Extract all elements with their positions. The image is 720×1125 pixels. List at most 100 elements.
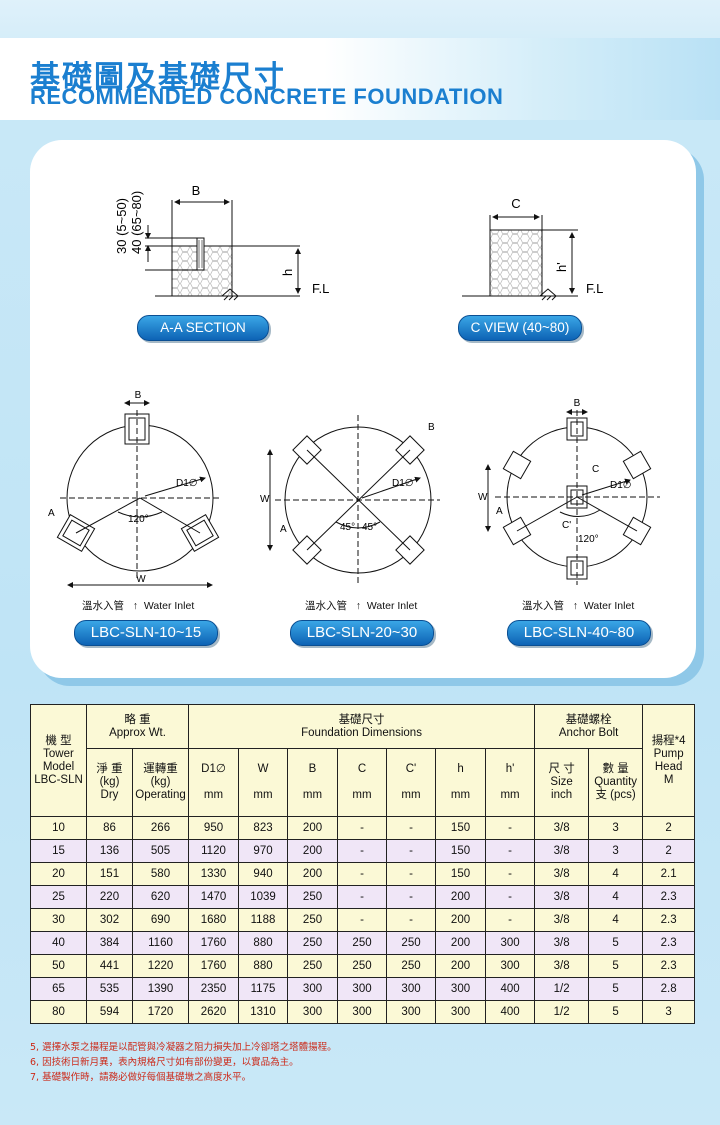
plan-1-label: LBC-SLN-10~15 (74, 620, 218, 646)
table-cell: 200 (435, 885, 487, 909)
table-cell: 1120 (188, 839, 240, 863)
table-cell: 3/8 (534, 885, 590, 909)
table-cell: 3/8 (534, 839, 590, 863)
aa-dim-40: 40 (65~80) (129, 191, 144, 254)
table-cell: 2.8 (642, 977, 696, 1001)
table-cell: 3 (642, 1000, 696, 1024)
foundation-diagrams: B 30 (5~50) 40 (65~80) h F.L C h' F.L B … (48, 183, 660, 588)
table-cell: 65 (30, 977, 87, 1001)
table-cell: 970 (238, 839, 289, 863)
table-cell: 1188 (238, 908, 289, 932)
table-cell: 250 (386, 931, 437, 955)
table-cell: 300 (337, 1000, 388, 1024)
table-cell: 200 (287, 862, 339, 886)
table-cell: 1760 (188, 954, 240, 978)
plan-1-d1: D1∅ (176, 478, 198, 489)
table-cell: 40 (30, 931, 87, 955)
table-cell: 151 (86, 862, 133, 886)
table-cell: 200 (435, 908, 487, 932)
table-cell: 3/8 (534, 954, 590, 978)
table-cell: 250 (287, 885, 339, 909)
table-cell: 200 (435, 931, 487, 955)
c-view-fl: F.L (586, 281, 603, 296)
table-cell: 940 (238, 862, 289, 886)
table-cell: - (386, 885, 437, 909)
table-cell: 300 (337, 977, 388, 1001)
plan-2-label: LBC-SLN-20~30 (290, 620, 434, 646)
plan-2-w: W (260, 494, 270, 505)
table-cell: 220 (86, 885, 133, 909)
table-cell: - (485, 885, 536, 909)
table-cell: 3/8 (534, 816, 590, 840)
table-cell: 150 (435, 816, 487, 840)
table-cell: 2.3 (642, 931, 696, 955)
table-cell: 5 (588, 1000, 644, 1024)
plan-2-b: B (428, 422, 435, 433)
table-cell: - (337, 862, 388, 886)
plan-3-label: LBC-SLN-40~80 (507, 620, 651, 646)
table-cell: 86 (86, 816, 133, 840)
table-cell: 4 (588, 908, 644, 932)
plan-3-w: W (478, 492, 488, 503)
th-h2: h' mm (485, 748, 536, 817)
table-cell: 250 (337, 954, 388, 978)
table-cell: 2.1 (642, 862, 696, 886)
table-cell: 1220 (131, 954, 190, 978)
table-cell: 880 (238, 954, 289, 978)
table-cell: 250 (386, 954, 437, 978)
table-cell: 1160 (131, 931, 190, 955)
table-cell: 3/8 (534, 908, 590, 932)
inlet-en: Water Inlet (583, 600, 635, 612)
aa-dim-b: B (192, 183, 201, 198)
table-cell: 30 (30, 908, 87, 932)
table-cell: 4 (588, 862, 644, 886)
table-cell: 300 (485, 954, 536, 978)
table-cell: 3 (588, 839, 644, 863)
table-cell: 1/2 (534, 977, 590, 1001)
aa-fl: F.L (312, 281, 329, 296)
inlet-arrow-icon: ↑ (132, 600, 139, 612)
plan-3-angle: 120° (578, 534, 599, 545)
table-cell: 300 (287, 977, 339, 1001)
inlet-cn: 溫水入管 (305, 600, 347, 612)
table-cell: 1760 (188, 931, 240, 955)
table-cell: - (386, 839, 437, 863)
table-cell: 150 (435, 862, 487, 886)
th-c: C mm (337, 748, 388, 817)
note-7: 7, 基礎製作時，請務必做好每個基礎墩之高度水平。 (30, 1072, 252, 1083)
table-cell: 400 (485, 1000, 536, 1024)
table-cell: 1470 (188, 885, 240, 909)
table-cell: - (485, 839, 536, 863)
table-cell: 300 (435, 1000, 487, 1024)
th-d1: D1∅ mm (188, 748, 240, 817)
inlet-en: Water Inlet (366, 600, 418, 612)
th-h: h mm (435, 748, 487, 817)
plan-3-c: C (592, 464, 599, 475)
table-cell: - (337, 908, 388, 932)
table-cell: 3/8 (534, 862, 590, 886)
table-cell: 594 (86, 1000, 133, 1024)
table-cell: - (337, 816, 388, 840)
plan-3-a: A (496, 506, 503, 517)
table-cell: 2.3 (642, 908, 696, 932)
plan-3-b: B (574, 398, 581, 409)
aa-section-drawing (145, 199, 301, 301)
table-cell: 690 (131, 908, 190, 932)
c-view-dim-h: h' (554, 262, 569, 272)
table-cell: 441 (86, 954, 133, 978)
table-cell: 1310 (238, 1000, 289, 1024)
th-b: B mm (287, 748, 339, 817)
table-cell: 50 (30, 954, 87, 978)
aa-dim-30: 30 (5~50) (114, 198, 129, 254)
table-cell: 250 (287, 908, 339, 932)
note-5: 5, 選擇水泵之揚程是以配管與冷凝器之阻力損失加上冷卻塔之塔體揚程。 (30, 1042, 337, 1053)
table-cell: 250 (287, 954, 339, 978)
table-cell: 505 (131, 839, 190, 863)
table-cell: 3 (588, 816, 644, 840)
